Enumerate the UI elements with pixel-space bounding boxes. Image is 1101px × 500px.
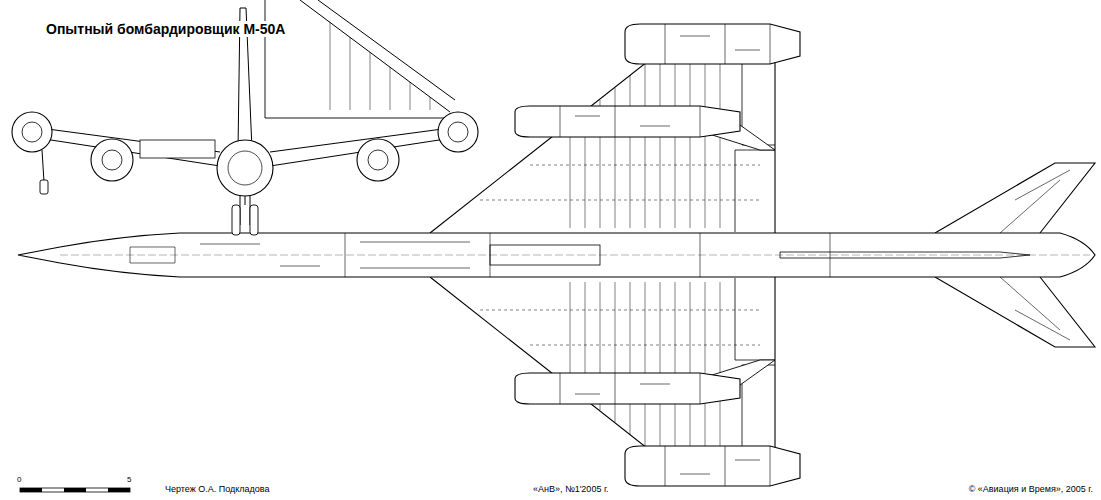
wheel: [250, 205, 258, 235]
wing-detail-inset: [265, 0, 455, 118]
centerline: [60, 255, 1090, 256]
engine-intake: [22, 122, 42, 142]
fuselage-inner: [228, 151, 262, 185]
plan-view: [18, 24, 1095, 486]
source-reference: «АнВ», №1'2005 г.: [533, 484, 609, 494]
engine-front: [438, 112, 478, 152]
scale-number: 0: [17, 475, 21, 484]
scale-block: [20, 488, 42, 492]
author-credit: Чертеж О.А. Подкладова: [165, 484, 270, 494]
inset-edge: [300, 0, 455, 112]
engine-front: [357, 139, 399, 181]
scale-bar: [20, 488, 130, 492]
fuselage: [18, 233, 1095, 277]
flap-box: [140, 140, 215, 158]
main-gear: [240, 196, 250, 225]
inset-ribs: [330, 22, 430, 110]
wheel: [40, 180, 48, 194]
scale-block: [108, 488, 130, 492]
scale-number: 5: [127, 475, 131, 484]
scale-frame: [20, 488, 130, 492]
upper-half: [430, 24, 1095, 233]
fuselage-section: [217, 140, 273, 196]
wheel: [232, 205, 240, 235]
drawing-title: Опытный бомбардировщик М-50А: [44, 21, 287, 37]
engine-intake: [102, 150, 122, 170]
inset-frame: [265, 0, 455, 118]
engine-intake: [448, 122, 468, 142]
tail-fairing: [780, 252, 1030, 258]
engine-intake: [368, 150, 388, 170]
front-view: [12, 8, 478, 235]
lower-half: [430, 277, 1095, 486]
engine-front: [91, 139, 133, 181]
scale-block: [64, 488, 86, 492]
engine-front: [12, 112, 52, 152]
copyright-note: © «Авиация и Время», 2005 г.: [969, 484, 1093, 494]
tip-gear: [42, 150, 44, 182]
